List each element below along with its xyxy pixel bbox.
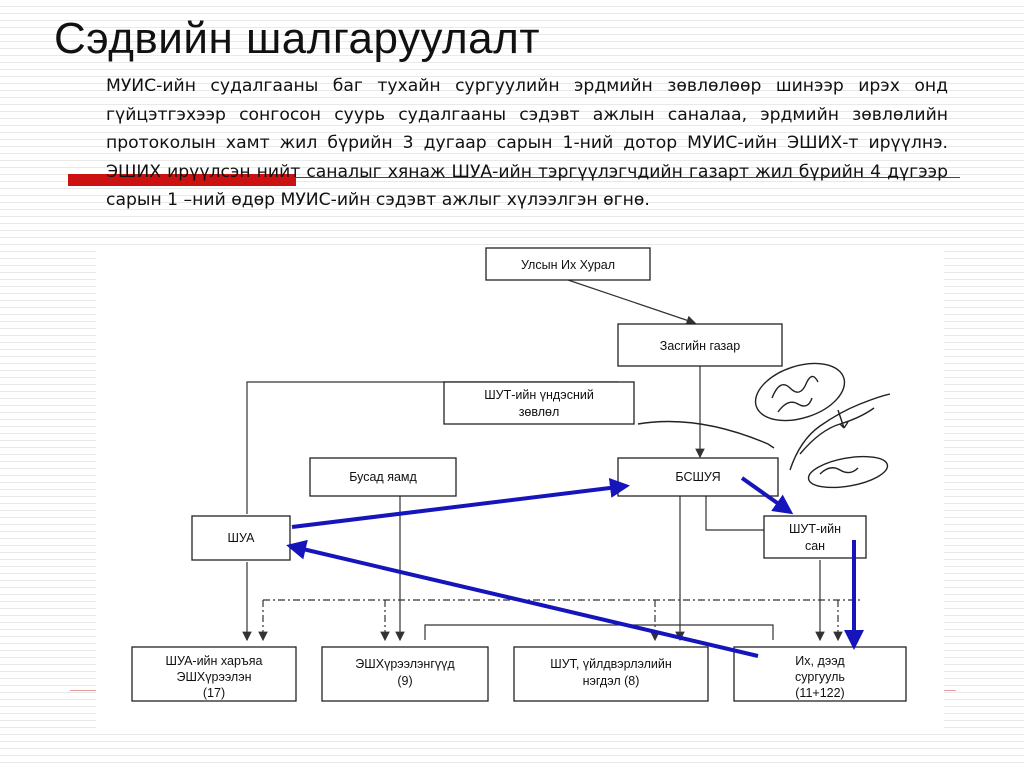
node-label: Засгийн газар bbox=[660, 339, 740, 353]
blue-arrow-academy-to-ministry bbox=[291, 478, 630, 529]
node-label: ШУА bbox=[228, 531, 256, 545]
node-universities: Их, дээд сургууль (11+122) bbox=[733, 646, 907, 702]
node-label: нэгдэл (8) bbox=[583, 674, 640, 688]
node-label: ШУТ, үйлдвэрлэлийн bbox=[550, 657, 672, 671]
node-label: сан bbox=[805, 539, 825, 553]
node-label: ЭШХүрээлэнгүүд bbox=[355, 657, 455, 671]
blue-arrow-universities-to-academy bbox=[286, 539, 759, 658]
node-label: ШУТ-ийн үндэсний bbox=[484, 388, 594, 402]
node-ministry: БСШУЯ bbox=[617, 457, 779, 497]
slide-title: Сэдвийн шалгаруулалт bbox=[54, 14, 540, 63]
node-academy: ШУА bbox=[191, 515, 291, 561]
node-label: БСШУЯ bbox=[675, 470, 720, 484]
node-government: Засгийн газар bbox=[617, 323, 783, 367]
node-label: Их, дээд bbox=[795, 654, 845, 668]
node-industry: ШУТ, үйлдвэрлэлийн нэгдэл (8) bbox=[513, 646, 709, 702]
node-label: (9) bbox=[397, 674, 412, 688]
node-label: Улсын Их Хурал bbox=[521, 258, 615, 272]
handwritten-notes bbox=[637, 362, 891, 489]
body-paragraph: МУИС-ийн судалгааны баг тухайн сургуулий… bbox=[106, 76, 948, 210]
accent-bar bbox=[68, 174, 296, 186]
blue-arrow-ministry-to-fund bbox=[740, 476, 794, 515]
node-label: (17) bbox=[203, 686, 225, 700]
node-academy-institutes: ШУА-ийн харъяа ЭШХүрээлэн (17) bbox=[131, 646, 297, 702]
node-research-institutes: ЭШХүрээлэнгүүд (9) bbox=[321, 646, 489, 702]
node-fund: ШУТ-ийн сан bbox=[763, 515, 867, 559]
blue-arrows bbox=[286, 476, 864, 658]
node-label: зөвлөл bbox=[519, 405, 560, 419]
dashed-lines bbox=[258, 599, 860, 642]
node-label: сургууль bbox=[795, 670, 845, 684]
node-label: ШУТ-ийн bbox=[789, 522, 841, 536]
node-label: ЭШХүрээлэн bbox=[176, 670, 251, 684]
accent-line bbox=[296, 177, 960, 178]
node-other-ministries: Бусад яамд bbox=[309, 457, 457, 497]
node-label: ШУА-ийн харъяа bbox=[166, 654, 263, 668]
node-parliament: Улсын Их Хурал bbox=[485, 247, 651, 281]
node-label: (11+122) bbox=[795, 686, 844, 700]
node-council: ШУТ-ийн үндэсний зөвлөл bbox=[443, 381, 635, 425]
node-label: Бусад яамд bbox=[349, 470, 417, 484]
